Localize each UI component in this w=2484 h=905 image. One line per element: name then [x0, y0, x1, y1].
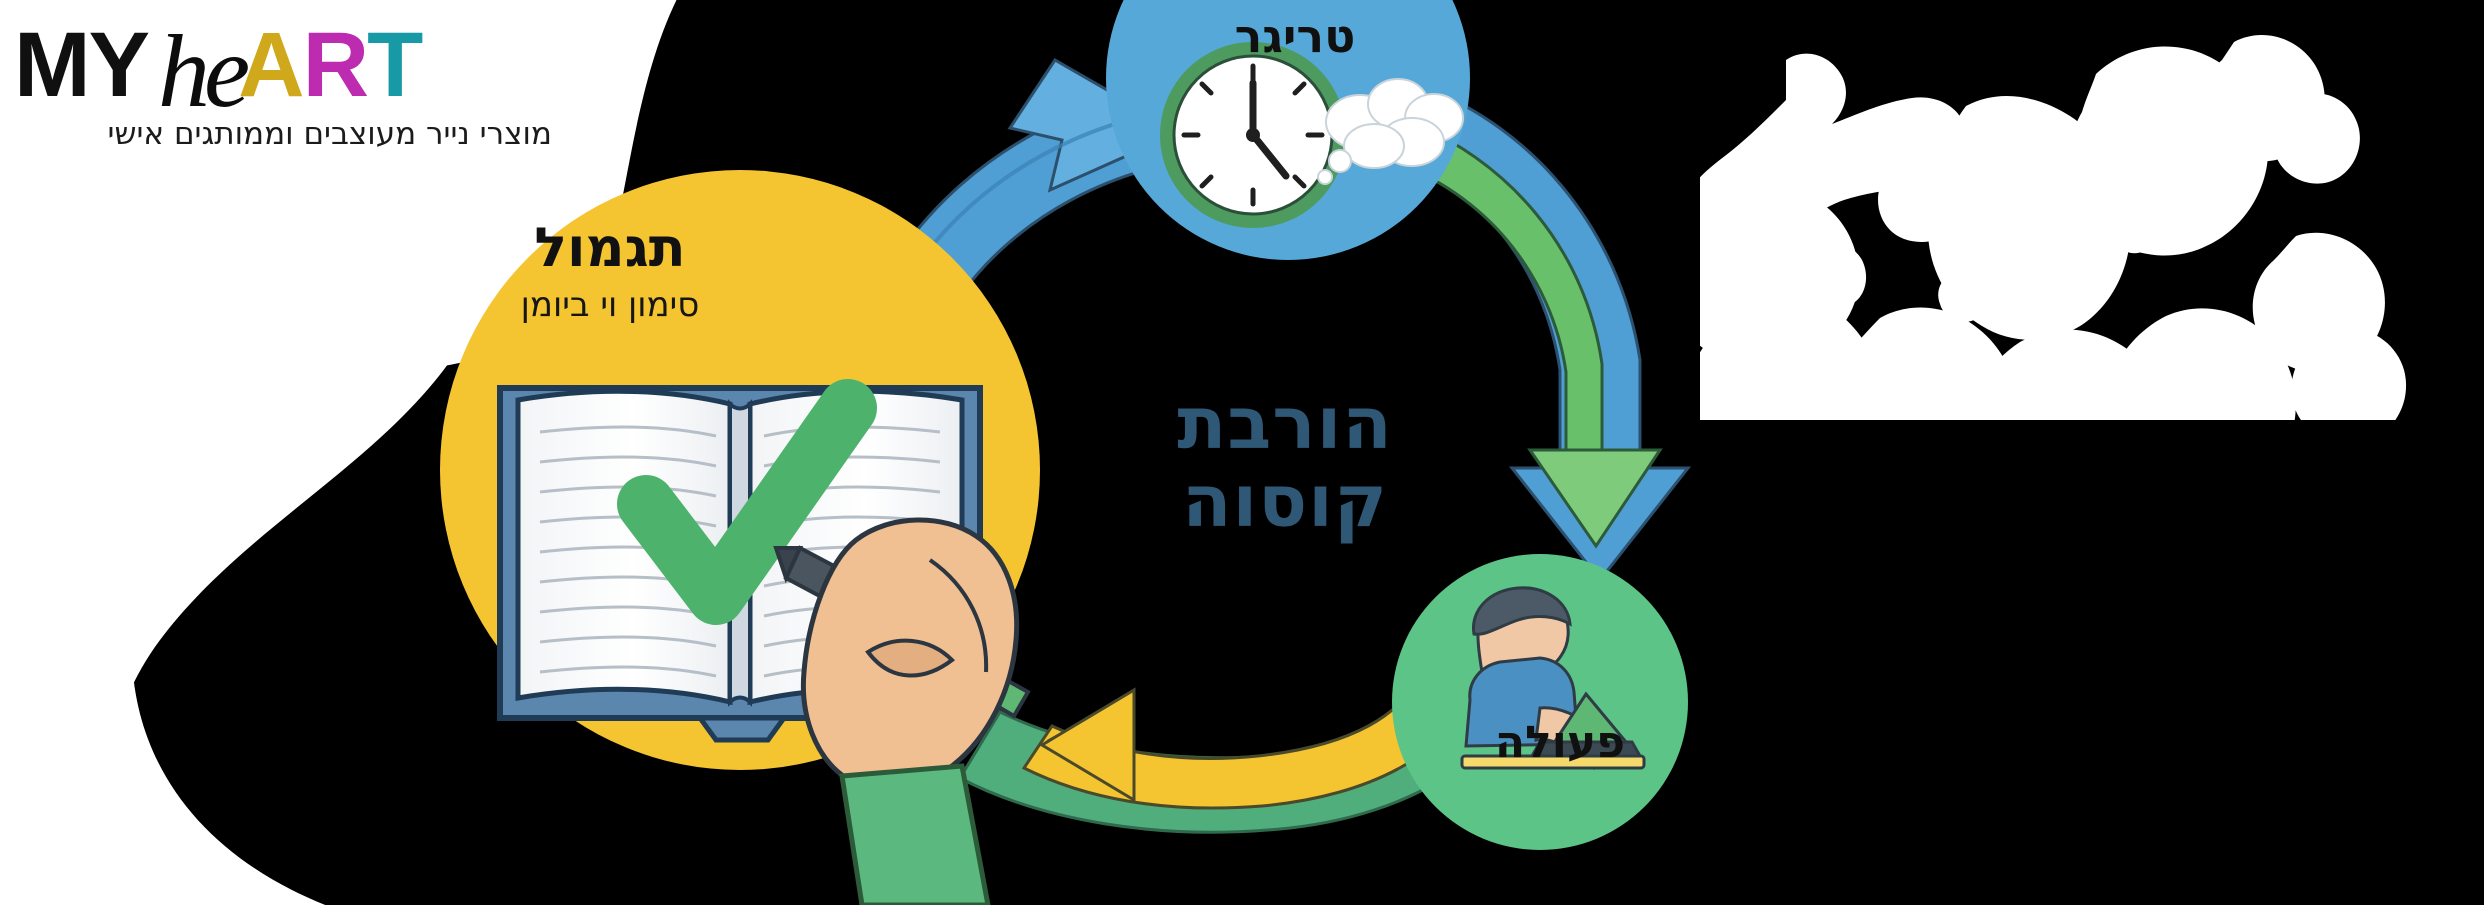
arrow-action-to-reward — [957, 646, 1532, 834]
open-book-checkmark-hand-pen-icon — [497, 379, 1031, 905]
hand-with-pen — [773, 517, 1031, 905]
node-trigger — [1106, 0, 1470, 260]
node-action — [1392, 554, 1688, 850]
arrow-trigger-to-action — [1376, 78, 1692, 583]
white-brush-splatter-pattern — [1700, 35, 2407, 420]
alarm-clock-thought-bubble-icon — [1160, 42, 1464, 228]
node-reward — [440, 170, 1040, 905]
left-white-wedge — [0, 0, 560, 905]
person-typing-laptop-icon — [1460, 586, 1646, 770]
node-sublabel-reward: סימון וי ביומן — [520, 285, 700, 325]
